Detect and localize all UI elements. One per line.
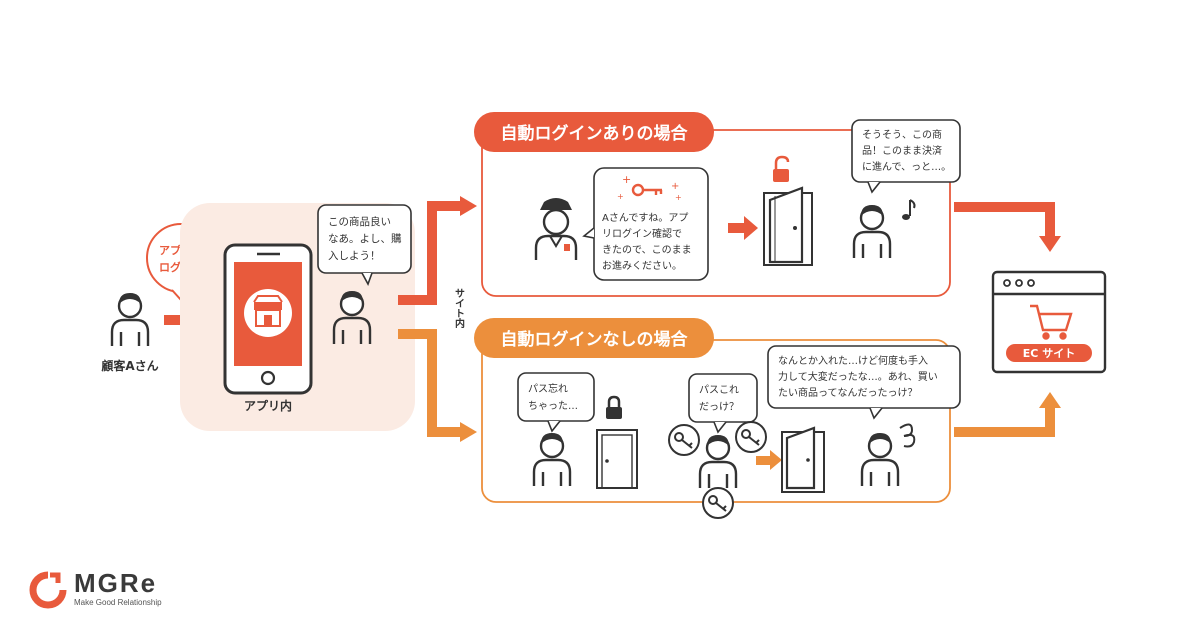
branch-arrow-top xyxy=(398,196,477,305)
guard-speech-line-4: お進みください。 xyxy=(602,260,682,272)
auto-login-yes-panel xyxy=(481,129,951,297)
which-line-1: パスこれ xyxy=(699,384,739,396)
confused-icon xyxy=(899,423,916,448)
mgre-logo-mark xyxy=(29,571,67,609)
svg-text:+: + xyxy=(617,192,624,201)
music-note-icon xyxy=(902,199,916,220)
app-area-label: アプリ内 xyxy=(244,398,292,413)
cart-icon xyxy=(1030,304,1073,340)
guard-speech-line-2: リログイン確認で xyxy=(602,227,682,240)
guard-speech-line-1: Aさんですね。アプ xyxy=(602,212,688,224)
which-speech: パスこれ だっけ？ xyxy=(688,373,758,434)
app-user-speech: この商品良い なあ。よし、購 入しよう！ xyxy=(317,204,412,286)
person-icon xyxy=(860,431,900,488)
confused-speech: なんとか入れた…けど何度も手入 力して大変だったな…。あれ、買い たい商品ってな… xyxy=(767,345,961,420)
customer-label: 顧客Aさん xyxy=(101,358,158,373)
arrow-to-ec-bottom xyxy=(954,392,1061,437)
svg-text:+: + xyxy=(675,193,682,202)
ec-site-label: EC サイト xyxy=(1023,347,1075,360)
happy-speech-line-1: そうそう、この商 xyxy=(862,128,942,141)
auto-login-yes-title-pill xyxy=(474,112,714,152)
site-label: サイト内 xyxy=(453,288,465,329)
auto-login-no-title: 自動ログインなしの場合 xyxy=(501,329,689,350)
confused-line-2: 力して大変だったな…。あれ、買い xyxy=(778,370,938,383)
happy-speech-line-3: に進んで、っと…。 xyxy=(862,161,951,173)
arrow-into-door-yes xyxy=(728,216,758,240)
arrow-to-ec-top xyxy=(954,202,1061,252)
guard-speech-line-3: きたので、このまま xyxy=(602,244,692,256)
person-icon xyxy=(698,433,738,490)
person-icon xyxy=(110,291,150,348)
arrow-into-door-no xyxy=(756,450,782,470)
happy-speech-line-2: 品！このまま決済 xyxy=(862,144,942,157)
app-speech-line-2: なあ。よし、購 xyxy=(328,232,402,245)
key-icon xyxy=(735,421,767,453)
customer-figure: 顧客Aさん xyxy=(101,291,159,373)
confused-line-1: なんとか入れた…けど何度も手入 xyxy=(778,354,928,367)
person-icon xyxy=(532,431,572,488)
smartphone-icon xyxy=(223,243,313,395)
guard-icon xyxy=(534,198,578,260)
auto-login-no-title-pill xyxy=(474,318,714,358)
unlock-icon xyxy=(773,155,790,182)
branch-arrow-bottom xyxy=(398,329,477,442)
logo-word: MGRe xyxy=(74,568,158,598)
key-icon xyxy=(668,424,700,456)
auto-login-yes-title: 自動ログインありの場合 xyxy=(501,123,689,144)
forgot-line-1: パス忘れ xyxy=(528,382,568,395)
confused-line-3: たい商品ってなんだったっけ？ xyxy=(778,386,918,399)
forgot-line-2: ちゃった… xyxy=(528,400,578,412)
forgot-speech: パス忘れ ちゃった… xyxy=(517,372,595,433)
door-icon xyxy=(781,426,825,493)
door-icon xyxy=(763,186,813,266)
ec-site-pill xyxy=(1006,344,1092,362)
person-icon xyxy=(852,203,892,260)
which-line-2: だっけ？ xyxy=(699,401,739,413)
store-icon xyxy=(244,289,292,337)
lock-icon xyxy=(604,395,624,421)
key-icon xyxy=(631,183,663,197)
guard-speech: + + + + Aさんですね。アプ リログイン確認で きたので、このまま お進み… xyxy=(582,167,709,281)
app-speech-line-3: 入しよう！ xyxy=(328,250,381,262)
mgre-logo: MGRe Make Good Relationship xyxy=(28,568,198,614)
happy-user-speech: そうそう、この商 品！このまま決済 に進んで、っと…。 xyxy=(851,119,961,194)
door-closed-icon xyxy=(596,429,638,489)
logo-tagline: Make Good Relationship xyxy=(74,598,162,607)
key-icon xyxy=(702,487,734,519)
app-speech-line-1: この商品良い xyxy=(328,215,391,228)
svg-text:+: + xyxy=(671,181,679,192)
svg-text:+: + xyxy=(622,173,631,186)
